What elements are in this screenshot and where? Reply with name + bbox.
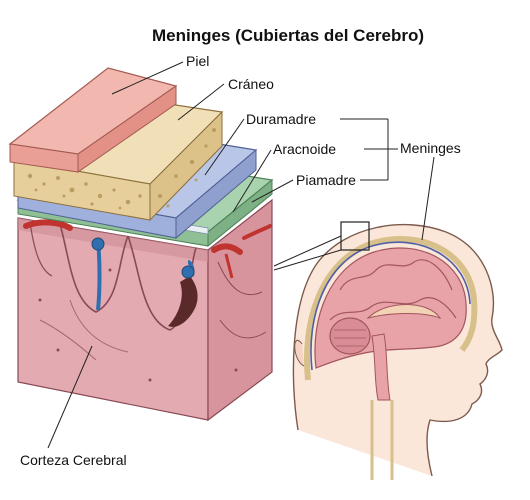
leader-lines xyxy=(47,61,435,449)
label-meninges: Meninges xyxy=(400,140,461,156)
label-aracnoide: Aracnoide xyxy=(273,141,336,157)
label-piamadre: Piamadre xyxy=(296,172,356,188)
diagram-title: Meninges (Cubiertas del Cerebro) xyxy=(152,26,424,45)
label-craneo: Cráneo xyxy=(228,76,274,92)
label-piel: Piel xyxy=(186,53,209,69)
layer-piel xyxy=(8,67,178,173)
label-corteza-cerebral: Corteza Cerebral xyxy=(20,452,127,468)
label-duramadre: Duramadre xyxy=(246,111,316,127)
cortex-block xyxy=(17,198,273,422)
head-profile xyxy=(292,221,503,480)
blood-vessels xyxy=(23,219,272,311)
